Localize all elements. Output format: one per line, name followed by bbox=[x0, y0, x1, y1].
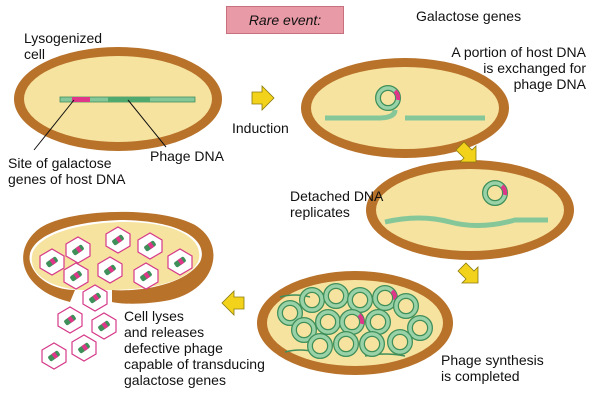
site-pointer-line bbox=[33, 99, 75, 151]
banner-text: Rare event: bbox=[248, 12, 322, 28]
site-of-galactose-label: Site of galactose genes of host DNA bbox=[8, 155, 126, 187]
induction-label: Induction bbox=[232, 120, 289, 136]
arrow-down-icon bbox=[457, 262, 479, 284]
cell-lyses-label: Cell lyses and releases defective phage … bbox=[124, 308, 265, 388]
detached-dna-cell bbox=[366, 160, 574, 260]
galactose-genes-label: Galactose genes bbox=[416, 8, 522, 24]
arrow-left-icon bbox=[221, 290, 245, 316]
arrow-down-icon bbox=[455, 141, 477, 163]
lysogenized-cell bbox=[14, 47, 222, 151]
lysogenized-cell-label: Lysogenized cell bbox=[24, 30, 103, 62]
arrow-right-icon bbox=[251, 85, 275, 111]
phage-synthesis-label: Phage synthesis is completed bbox=[441, 352, 544, 384]
detached-dna-label: Detached DNA replicates bbox=[290, 188, 384, 220]
exchange-label: A portion of host DNA is exchanged for p… bbox=[451, 44, 586, 92]
phage-synthesis-cell bbox=[257, 271, 453, 375]
phage-dna-pointer-line bbox=[127, 99, 167, 148]
induced-cell bbox=[301, 58, 509, 158]
phage-dna-label: Phage DNA bbox=[150, 148, 224, 164]
lysed-cell bbox=[23, 211, 214, 370]
rare-event-banner: Rare event: bbox=[226, 6, 344, 34]
